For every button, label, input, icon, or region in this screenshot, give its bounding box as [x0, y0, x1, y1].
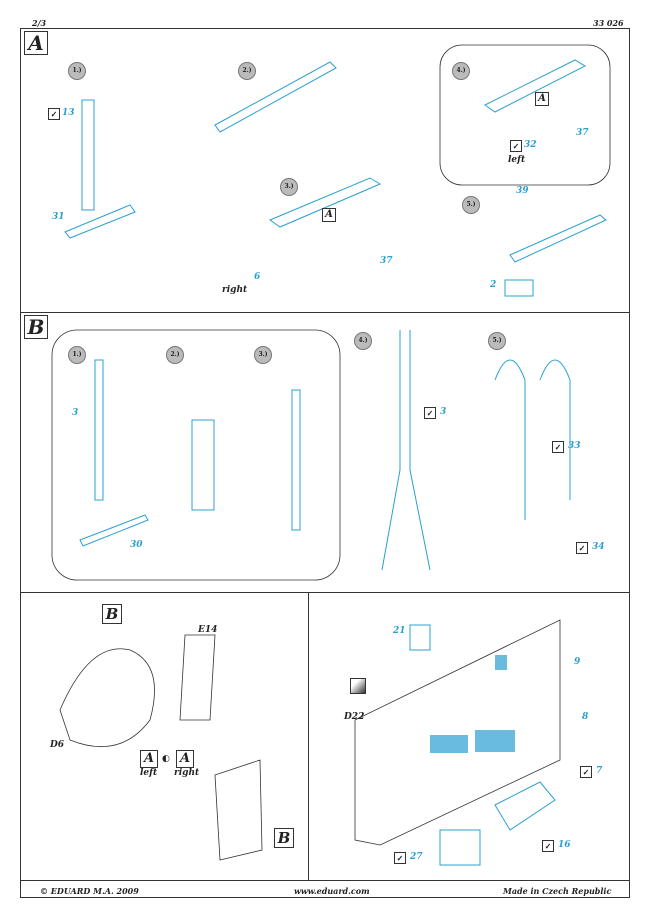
divider — [20, 592, 630, 593]
part-27-drawing — [439, 829, 481, 866]
side-label: left — [508, 155, 526, 165]
inset-box-4 — [439, 44, 611, 186]
plate-drawing — [504, 279, 534, 297]
strap-drawing — [191, 419, 215, 511]
page-number: 2/3 — [32, 18, 47, 28]
bend-icon: ✓ — [48, 108, 60, 120]
bend-icon: ✓ — [576, 542, 588, 554]
step-1: 1.) — [68, 62, 86, 80]
part-number: 37 — [380, 256, 393, 266]
divider — [20, 880, 630, 881]
panel-color-drawing — [495, 655, 507, 670]
strap-drawing — [494, 359, 571, 520]
made-in: Made in Czech Republic — [503, 886, 612, 896]
part-label: D22 — [344, 712, 365, 722]
bend-icon: ✓ — [510, 140, 522, 152]
strap-drawing — [214, 61, 337, 133]
step-2: 2.) — [166, 346, 184, 364]
mirror-icon: ◐ — [162, 754, 170, 764]
bend-icon: ✓ — [394, 852, 406, 864]
side-label: right — [222, 285, 248, 295]
bend-icon: ✓ — [580, 766, 592, 778]
copyright: © EDUARD M.A. 2009 — [40, 886, 139, 896]
frame-drawing — [179, 634, 216, 721]
ref-b: B — [102, 604, 122, 624]
panel-drawing — [354, 619, 561, 846]
part-number: 21 — [393, 626, 406, 636]
panel-color-drawing — [475, 730, 515, 752]
step-5: 5.) — [462, 196, 480, 214]
divider — [20, 312, 630, 313]
part-number: 31 — [52, 212, 65, 222]
part-number: 13 — [62, 108, 75, 118]
strap-drawing — [291, 389, 301, 531]
divider — [308, 592, 309, 880]
part-label: D6 — [50, 740, 65, 750]
inset-box-b — [51, 329, 341, 581]
bend-icon: ✓ — [424, 407, 436, 419]
step-2: 2.) — [238, 62, 256, 80]
panel-color-drawing — [430, 735, 468, 753]
part-number: 2 — [490, 280, 497, 290]
product-code: 33 026 — [593, 18, 624, 28]
part-number: 16 — [558, 840, 571, 850]
part-number: 32 — [524, 140, 537, 150]
strap-drawing — [64, 204, 136, 239]
part-number: 37 — [576, 128, 589, 138]
part-number: 3 — [440, 407, 447, 417]
step-3: 3.) — [254, 346, 272, 364]
step-5: 5.) — [488, 332, 506, 350]
step-4: 4.) — [452, 62, 470, 80]
step-3: 3.) — [280, 178, 298, 196]
section-a-label: A — [24, 31, 48, 55]
part-number: 6 — [254, 272, 261, 282]
side-label: left — [140, 768, 158, 778]
part-number: 8 — [582, 712, 589, 722]
part-21-drawing — [409, 624, 431, 651]
part-number: 30 — [130, 540, 143, 550]
part-number: 3 — [72, 408, 79, 418]
seat-assembly-drawing — [214, 759, 263, 861]
ref-a-left: A — [140, 750, 158, 768]
part-label: E14 — [198, 625, 218, 635]
part-number: 33 — [568, 441, 581, 451]
part-number: 9 — [574, 657, 581, 667]
strap-drawing — [381, 330, 431, 571]
ref-a: A — [322, 208, 336, 222]
bend-icon: ✓ — [552, 441, 564, 453]
step-1: 1.) — [68, 346, 86, 364]
paint-icon — [350, 678, 366, 694]
strap-drawing — [484, 59, 587, 113]
seat-drawing — [59, 648, 155, 747]
ref-a-right: A — [176, 750, 194, 768]
strap-drawing — [81, 99, 95, 211]
ref-b: B — [274, 828, 294, 848]
part-number: 39 — [516, 186, 529, 196]
strap-drawing — [79, 514, 149, 547]
part-16-drawing — [494, 781, 556, 831]
part-number: 7 — [596, 766, 603, 776]
section-b-label: B — [24, 315, 48, 339]
part-number: 34 — [592, 542, 605, 552]
strap-drawing — [94, 359, 104, 501]
ref-a: A — [535, 92, 549, 106]
sheet-frame — [20, 28, 630, 898]
strap-drawing — [268, 177, 382, 228]
strap-drawing — [509, 214, 607, 263]
step-4: 4.) — [354, 332, 372, 350]
part-number: 27 — [410, 852, 423, 862]
website-link[interactable]: www.eduard.com — [294, 886, 370, 896]
bend-icon: ✓ — [542, 840, 554, 852]
side-label: right — [174, 768, 200, 778]
